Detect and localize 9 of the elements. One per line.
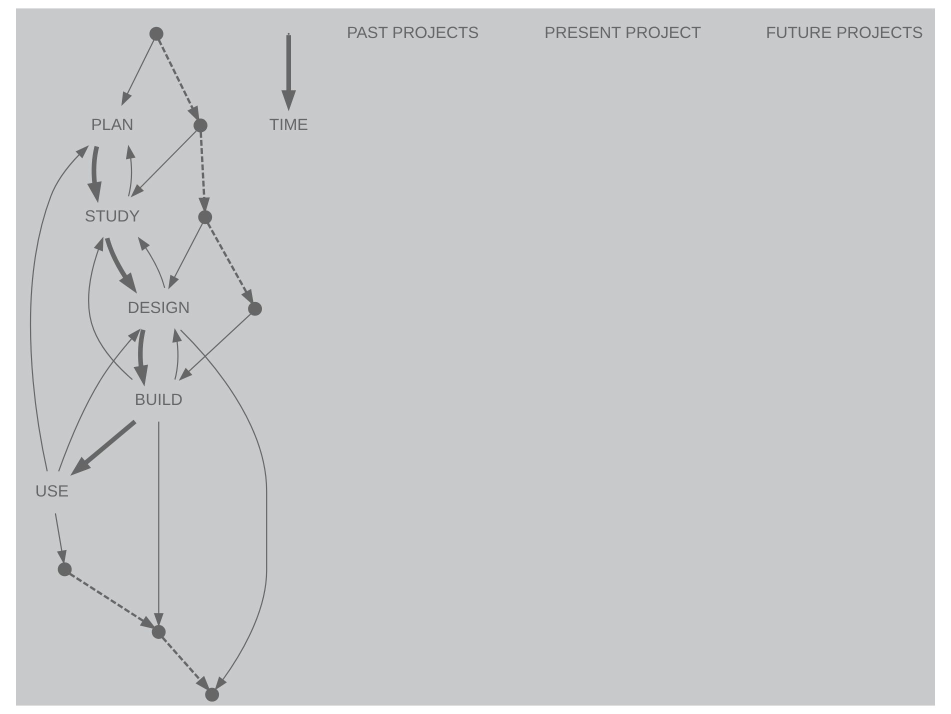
node-text: BUILD	[134, 390, 183, 409]
node-text: TIME	[269, 116, 308, 134]
label: FUTURE PROJECTS	[766, 24, 923, 42]
node-text: PLAN	[91, 116, 134, 134]
label: PRESENT PROJECT	[544, 24, 702, 42]
label: PAST PROJECTS	[346, 24, 479, 42]
node-text: STUDY	[84, 207, 140, 226]
node-text: USE	[35, 482, 69, 500]
node-text: DESIGN	[128, 299, 190, 318]
